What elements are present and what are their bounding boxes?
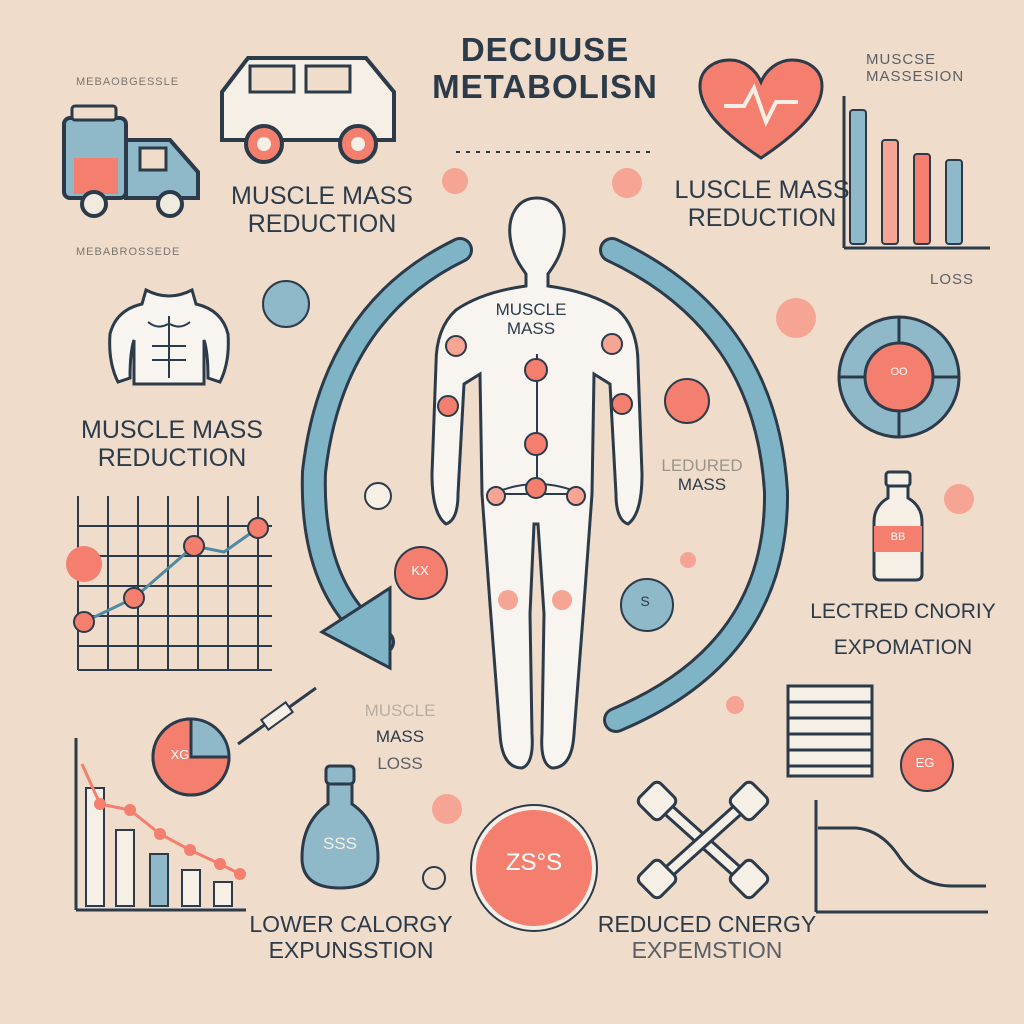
ledured-line1: LEDURED <box>661 456 743 475</box>
heart-icon <box>698 58 824 160</box>
calorie-circle <box>472 806 596 930</box>
ledured-mass-label: LEDURED MASS <box>652 456 752 494</box>
lected-caption-line1: LECTRED CNORIY <box>810 600 996 623</box>
decorative-dot <box>422 866 446 890</box>
donut-icon <box>837 315 961 439</box>
calorie-circle-text: ZS°S <box>505 849 563 876</box>
title-line1: DECUUSE <box>460 31 630 68</box>
bar-chart-title-line2: MASSESION <box>866 67 965 85</box>
curve-chart-icon <box>814 800 988 914</box>
donut-center-text: OO <box>890 366 908 378</box>
bottle-icon <box>872 470 924 582</box>
dumbbell-icon <box>636 780 770 900</box>
left-small-label: MEBABROSSEDE <box>76 246 181 258</box>
decorative-dot <box>664 378 710 424</box>
line-chart-icon <box>73 496 272 671</box>
torso-caption-line1: MUSCLE MASS <box>81 416 263 444</box>
syringe-icon <box>237 686 317 746</box>
truck-caption-line2: REDUCTION <box>247 210 397 238</box>
coral-badge-text: KX <box>411 563 429 578</box>
body-center-line2: MASS <box>506 319 556 339</box>
list-icon <box>786 684 874 778</box>
right-coral-badge <box>900 738 954 792</box>
cycle-arrow-right-icon <box>599 237 790 733</box>
heart-caption-line1: LUSCLE MASS <box>674 176 850 204</box>
coral-badge <box>394 546 448 600</box>
page-title: DECUUSE METABOLISN <box>395 31 695 106</box>
bar-chart-icon <box>842 96 990 250</box>
torso-icon <box>108 287 230 386</box>
human-body-icon <box>430 196 644 770</box>
muscle-mass-loss-label: MUSCLE MASS LOSS <box>350 698 450 777</box>
decorative-dot <box>726 696 744 714</box>
lected-caption-line2: EXPOMATION <box>833 635 973 659</box>
flask-icon <box>300 764 380 890</box>
body-center-line1: MUSCLE <box>495 300 567 319</box>
reduced-caption-line1: REDUCED CNERGY <box>597 911 817 937</box>
decorative-dot <box>442 168 468 194</box>
pie-center-text: XG <box>170 747 190 762</box>
decorative-dot <box>680 552 696 568</box>
decorative-dot <box>262 280 310 328</box>
bar-chart-title-line1: MUSCSE <box>866 51 937 68</box>
top-left-small-label: MEBAOBGESSLE <box>76 76 180 88</box>
bottle-right-text: BB <box>890 531 906 543</box>
cycle-arrow-left-icon <box>300 237 473 671</box>
heart-caption-line2: REDUCTION <box>687 204 837 232</box>
loss-label-right: LOSS <box>930 271 975 288</box>
decorative-dot <box>612 168 642 198</box>
lected-caption: LECTRED CNORIY EXPOMATION <box>796 594 1010 665</box>
decorative-dot <box>776 298 816 338</box>
title-line2: METABOLISN <box>432 67 658 105</box>
decline-chart-icon <box>74 738 246 912</box>
decorative-dot <box>432 794 462 824</box>
lower-caption-line1: LOWER CALORGY <box>249 911 453 937</box>
title-divider <box>456 151 656 153</box>
reduced-cnergy-caption: REDUCED CNERGY EXPEMSTION <box>592 911 822 964</box>
bar-chart-title: MUSCSE MASSESION <box>866 51 965 86</box>
torso-caption-line2: REDUCTION <box>97 444 247 472</box>
body-center-label: MUSCLE MASS <box>486 300 576 338</box>
decorative-dot <box>66 546 102 582</box>
torso-caption: MUSCLE MASS REDUCTION <box>72 416 272 472</box>
truck-caption-line1: MUSCLE MASS <box>231 182 413 210</box>
blue-badge-text: S <box>640 593 650 609</box>
truck-icon <box>62 104 200 218</box>
pie-icon <box>151 717 231 797</box>
blue-badge <box>620 578 674 632</box>
mass-loss-line1: MUSCLE <box>364 701 436 720</box>
decorative-dot <box>364 482 392 510</box>
truck-caption: MUSCLE MASS REDUCTION <box>222 182 422 238</box>
mass-loss-line2: MASS <box>375 727 425 747</box>
reduced-caption-line2: EXPEMSTION <box>631 936 783 963</box>
mass-loss-line3: LOSS <box>377 753 423 773</box>
ledured-line2: MASS <box>677 475 727 495</box>
van-icon <box>220 56 396 164</box>
lower-caption-line2: EXPUNSSTION <box>268 936 434 963</box>
right-coral-badge-text: EG <box>915 755 935 770</box>
heart-caption: LUSCLE MASS REDUCTION <box>662 176 862 232</box>
lower-calorgy-caption: LOWER CALORGY EXPUNSSTION <box>236 911 466 964</box>
flask-text: SSS <box>322 834 358 853</box>
decorative-dot <box>944 484 974 514</box>
